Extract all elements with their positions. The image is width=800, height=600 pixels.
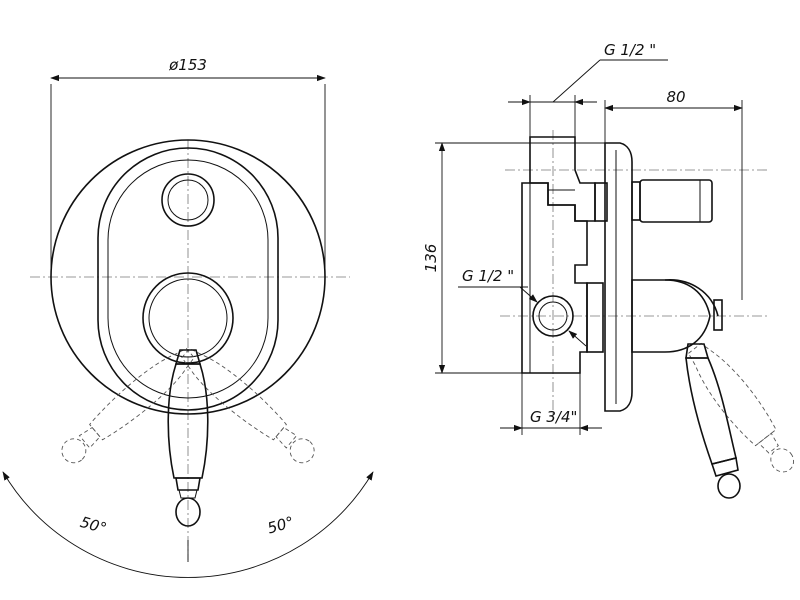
height-label: 136 (422, 244, 440, 273)
diverter-knob-outer (161, 173, 215, 227)
cartridge-block (586, 282, 604, 353)
valve-body (521, 182, 588, 374)
lever-base-inner (148, 278, 228, 358)
lever-dome (664, 279, 719, 317)
side-outlet-inner (538, 301, 568, 331)
top-inlet (529, 136, 596, 222)
plate-rim-outer (97, 147, 279, 411)
lever-base-side (631, 279, 711, 353)
lever-base-outer (142, 272, 234, 364)
side-outlet-outer (532, 295, 574, 337)
side-thread-label: G 1/2 " (462, 267, 514, 285)
diameter-label: ø153 (168, 56, 207, 74)
lever-handle-side (685, 343, 741, 499)
side-view: G 1/2 " 80 136 G 1/2 " G 3/4" (422, 41, 795, 499)
top-thread-label: G 1/2 " (604, 41, 656, 59)
angle-right-label: 50° (265, 513, 296, 538)
top-thread-leader (552, 59, 601, 103)
front-view: ø153 50° 50° (2, 56, 374, 578)
angle-dimension-arc (2, 471, 374, 578)
diverter-knob-inner (167, 179, 209, 221)
lever-pivot-cap (713, 299, 723, 331)
escutcheon-profile (604, 142, 633, 412)
angle-left-label: 50° (78, 513, 109, 538)
side-thread-arrow-b (568, 330, 587, 347)
diverter-stem-block (594, 182, 608, 222)
lever-ghost-right (181, 347, 315, 464)
plate-rim-inner (107, 159, 269, 399)
depth-label: 80 (666, 88, 685, 106)
diverter-collar (631, 181, 641, 221)
lever-ghost-side (687, 342, 795, 473)
bottom-thread-label: G 3/4" (530, 408, 577, 426)
lever-ghost-left (61, 347, 195, 464)
diverter-knob-side (639, 179, 713, 223)
side-thread-arrow-a (519, 286, 538, 303)
